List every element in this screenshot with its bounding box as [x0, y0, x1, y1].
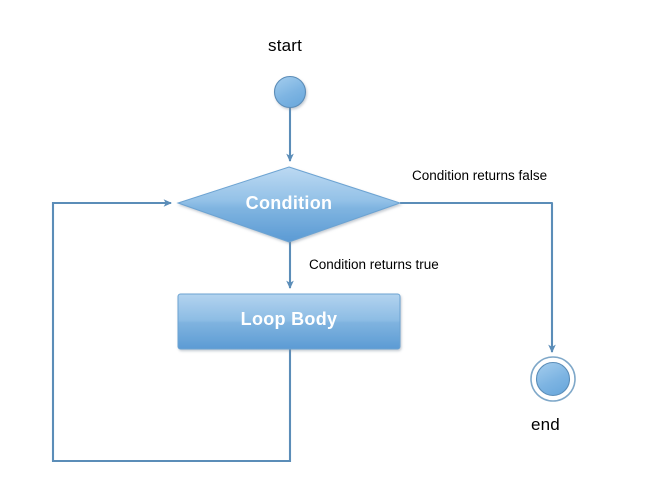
loop-body-rect[interactable] — [177, 293, 401, 350]
condition-node-label: Condition — [245, 193, 333, 213]
end-node-label: end — [531, 415, 560, 434]
node-start[interactable] — [273, 75, 307, 109]
node-loop-body[interactable] — [177, 293, 401, 350]
start-circle[interactable] — [273, 75, 307, 109]
edge-loop-body-to-condition-line — [51, 199, 292, 463]
condition-diamond[interactable] — [176, 166, 402, 243]
start-node-label: start — [268, 36, 303, 55]
edge-label-condition-returns-true: Condition returns true — [309, 257, 439, 272]
edge-loop-body-to-condition — [51, 199, 292, 463]
node-condition[interactable] — [176, 166, 402, 243]
edge-condition-to-end-line — [400, 201, 556, 353]
node-end[interactable] — [530, 356, 576, 402]
edge-label-condition-returns-false: Condition returns false — [412, 168, 548, 183]
edge-condition-to-end — [400, 201, 556, 353]
end-inner-circle[interactable] — [535, 361, 571, 397]
loop-body-node-label: Loop Body — [240, 309, 338, 329]
